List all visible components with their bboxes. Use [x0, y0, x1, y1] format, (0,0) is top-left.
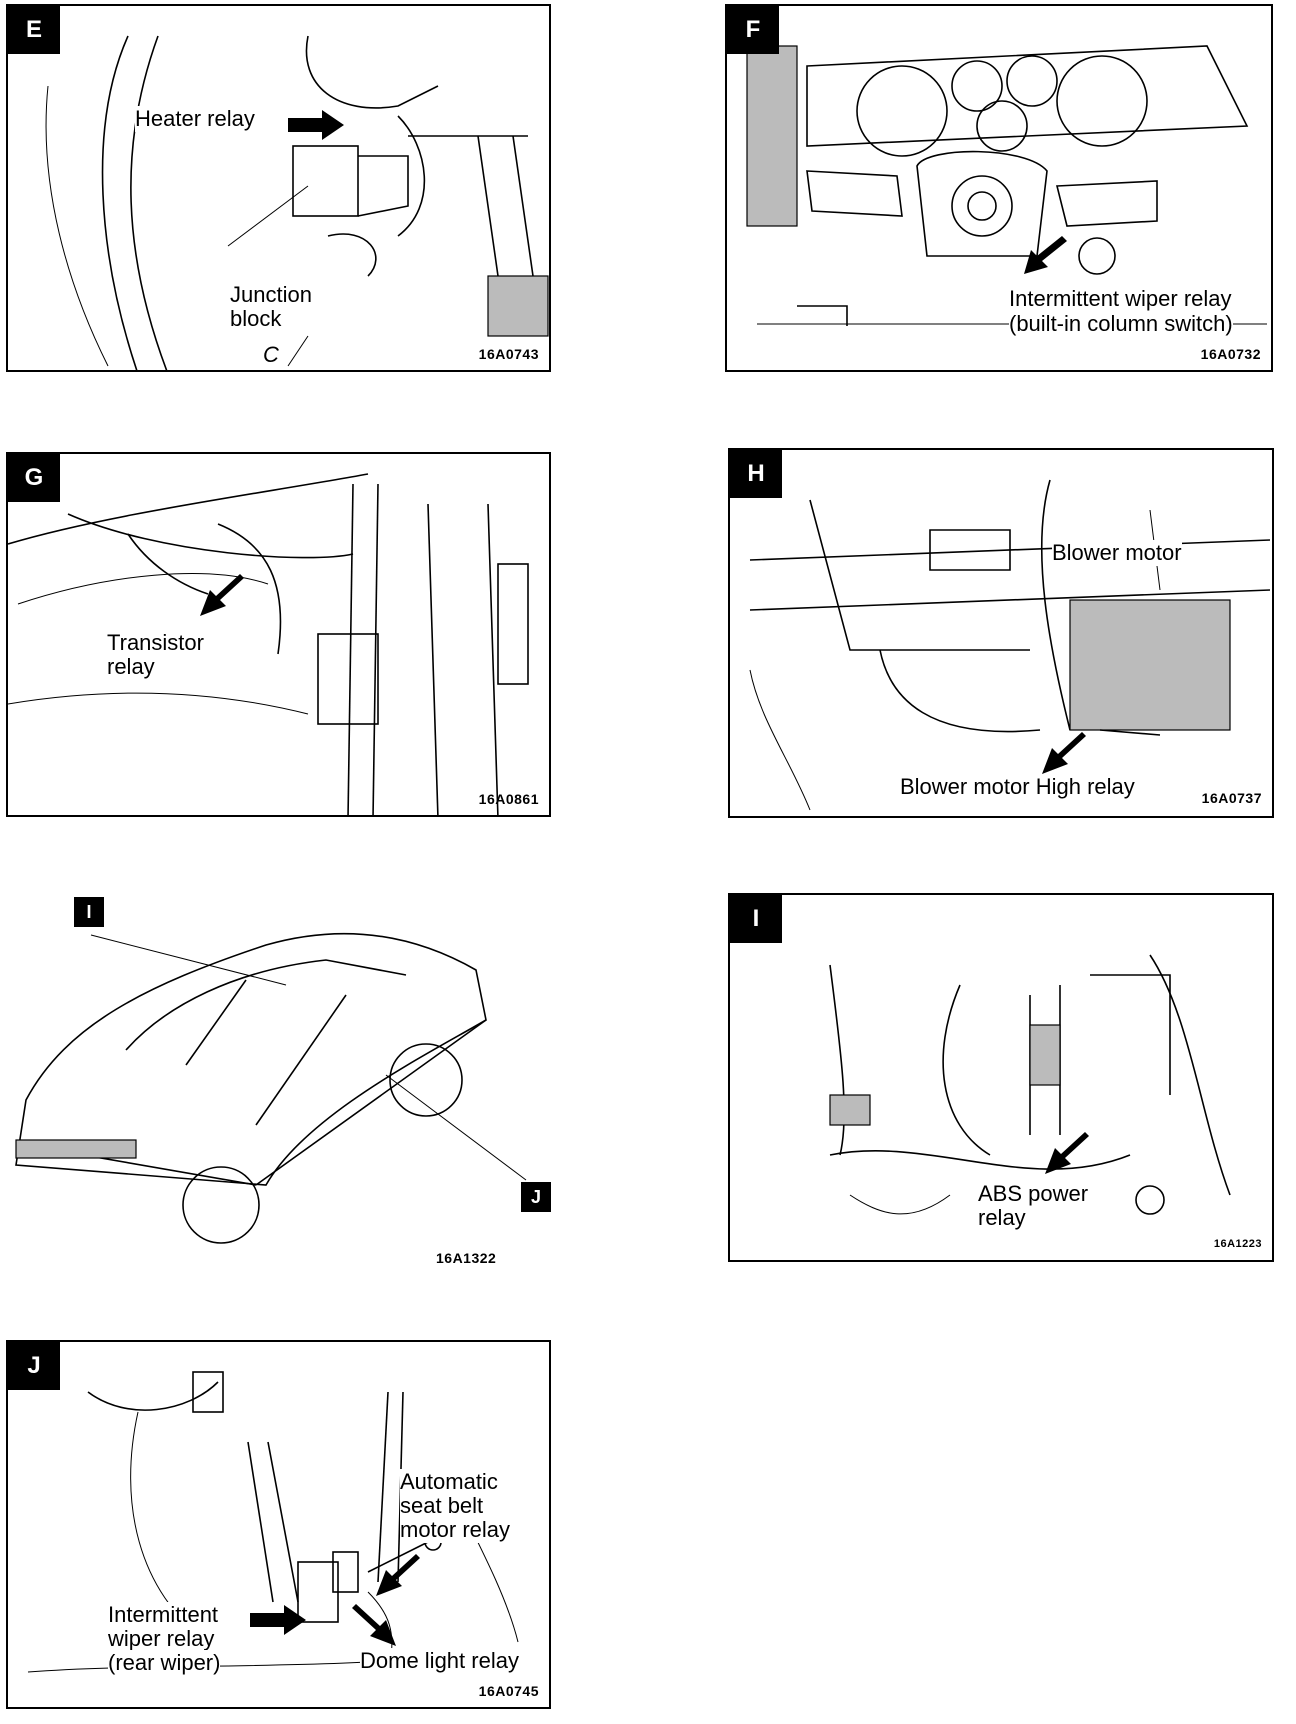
- panel-i-drawing: [829, 954, 1231, 1215]
- blower-motor-label: Blower motor: [1052, 540, 1182, 566]
- panel-g: G Transistor relay 16A0861: [6, 452, 551, 817]
- panel-h-badge: H: [730, 450, 782, 498]
- wiper-relay-label-line2: (built-in column switch): [1009, 311, 1233, 337]
- car-badge-i: I: [74, 897, 104, 927]
- rear-wiper-relay-label-line2: wiper relay: [108, 1626, 215, 1652]
- panel-e: E Heater relay Junction block C 16A0743: [6, 4, 551, 372]
- junction-block-label-line2: block: [230, 306, 282, 331]
- panel-e-badge: E: [8, 6, 60, 54]
- wiper-relay-label-line1: Intermittent wiper relay: [1009, 286, 1232, 312]
- rear-wiper-relay-label-line1: Intermittent: [108, 1602, 219, 1628]
- wiper-relay-arrow-icon: [1024, 236, 1067, 274]
- panel-f-code: 16A0732: [1200, 346, 1261, 362]
- junction-block-label-line1: Junction: [230, 282, 312, 307]
- car-badge-j: J: [521, 1182, 551, 1212]
- blower-high-relay-label: Blower motor High relay: [900, 774, 1135, 799]
- high-relay-arrow-icon: [1042, 732, 1086, 774]
- panel-i-badge: I: [730, 895, 782, 943]
- panel-f-drawing: [746, 45, 1267, 326]
- car-code: 16A1322: [436, 1250, 497, 1266]
- panel-e-code: 16A0743: [478, 346, 539, 362]
- abs-relay-label-line2: relay: [978, 1205, 1026, 1230]
- seat-belt-relay-label-line3: motor relay: [400, 1517, 511, 1543]
- heater-relay-arrow-icon: [288, 110, 344, 140]
- car-overview: I J 16A1322: [6, 885, 551, 1275]
- panel-i: I ABS power relay 16A1223: [728, 893, 1274, 1262]
- panel-i-code: 16A1223: [1213, 1238, 1262, 1250]
- panel-h-code: 16A0737: [1201, 790, 1262, 806]
- dome-light-relay-label: Dome light relay: [360, 1648, 519, 1674]
- panel-j: J Automatic seat belt motor relay Interm…: [6, 1340, 551, 1709]
- abs-relay-arrow-icon: [1045, 1132, 1089, 1174]
- heater-relay-label: Heater relay: [135, 106, 255, 132]
- panel-h: H Blower motor Blower motor High relay 1…: [728, 448, 1274, 818]
- panel-e-drawing: [45, 35, 549, 370]
- seat-belt-relay-arrow-icon: [376, 1554, 420, 1596]
- transistor-relay-label-line2: relay: [107, 654, 155, 679]
- panel-g-code: 16A0861: [478, 791, 539, 807]
- transistor-relay-arrow-icon: [200, 574, 244, 616]
- transistor-relay-label-line1: Transistor: [107, 630, 204, 655]
- panel-e-mark: C: [263, 342, 279, 367]
- panel-j-badge: J: [8, 1342, 60, 1390]
- rear-wiper-relay-arrow-icon: [250, 1605, 306, 1635]
- dome-light-relay-arrow-icon: [352, 1604, 396, 1646]
- rear-wiper-relay-label-line3: (rear wiper): [108, 1650, 221, 1676]
- panel-g-drawing: [8, 473, 529, 815]
- panel-f: F Intermittent wiper relay (built-in col…: [725, 4, 1273, 372]
- panel-f-badge: F: [727, 6, 779, 54]
- seat-belt-relay-label-line1: Automatic: [400, 1469, 498, 1495]
- abs-relay-label-line1: ABS power: [978, 1181, 1089, 1206]
- panel-h-drawing: [749, 479, 1271, 811]
- car-drawing: [15, 932, 527, 1244]
- panel-g-badge: G: [8, 454, 60, 502]
- seat-belt-relay-label-line2: seat belt: [400, 1493, 484, 1519]
- panel-j-code: 16A0745: [478, 1683, 539, 1699]
